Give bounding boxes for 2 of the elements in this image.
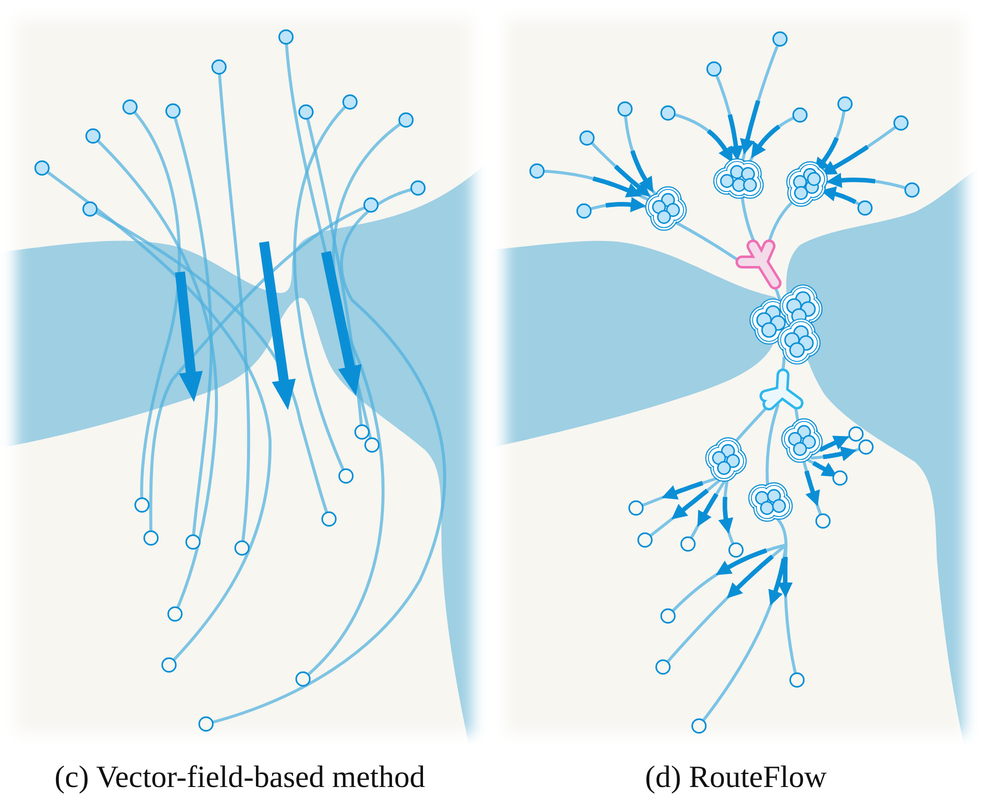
figure-caption: (d) RouteFlow: [645, 759, 827, 795]
figure-caption: (c) Vector-field-based method: [54, 759, 426, 795]
